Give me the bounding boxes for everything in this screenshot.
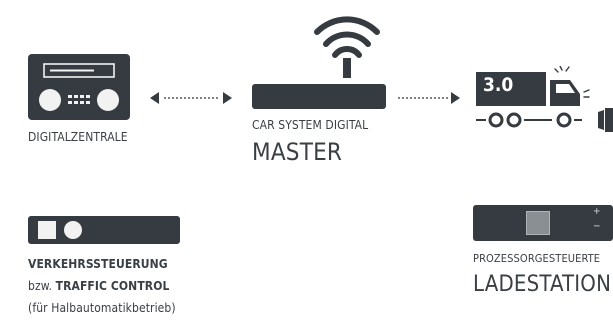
loading-label-big: LADESTATION: [473, 272, 612, 297]
minus-icon: −: [593, 221, 601, 232]
digitalzentrale-label: DIGITALZENTRALE: [28, 130, 128, 144]
truck-badge: 3.0: [483, 74, 514, 96]
loading-label-small: PROZESSORGESTEUERTE: [473, 252, 601, 265]
traffic-control-device: [28, 216, 180, 244]
double-arrow-icon: [150, 92, 232, 104]
traffic-line3: (für Halbautomatikbetrieb): [28, 301, 176, 315]
square-button-icon: [526, 211, 550, 235]
digitalzentrale-icon: [28, 54, 130, 120]
square-icon: [38, 221, 56, 239]
traffic-line2: bzw. TRAFFIC CONTROL: [28, 279, 169, 293]
master-label-big: MASTER: [252, 138, 343, 166]
traffic-line2-bold: TRAFFIC CONTROL: [55, 279, 170, 293]
plus-icon: +: [593, 206, 601, 217]
master-device: [252, 84, 386, 109]
traffic-line1: VERKEHRSSTEUERUNG: [28, 257, 168, 271]
loading-station-device: + −: [473, 205, 613, 241]
traffic-line2-prefix: bzw.: [28, 279, 53, 293]
circle-icon: [64, 221, 82, 239]
truck-icon: 3.0: [474, 65, 613, 136]
right-arrow-icon: [398, 92, 460, 104]
master-label-small: CAR SYSTEM DIGITAL: [252, 118, 369, 132]
wifi-icon: [314, 16, 380, 78]
